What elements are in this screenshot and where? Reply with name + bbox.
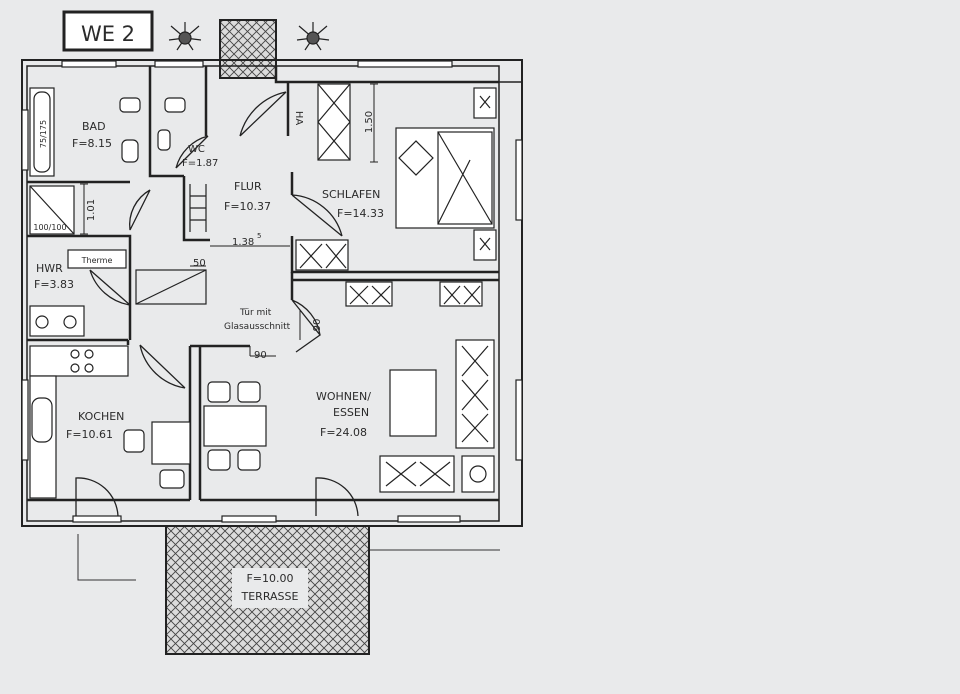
shower-size: 100/100: [33, 223, 66, 232]
kitchen-counter: [29, 345, 129, 499]
room-kochen-name: KOCHEN: [78, 410, 124, 423]
shower-tray: [29, 185, 75, 235]
room-bad-name: BAD: [82, 120, 106, 133]
room-flur-area: F=10.37: [224, 200, 271, 213]
room-wc-area: F=1.87: [182, 158, 218, 169]
coffee-table: [389, 369, 437, 437]
room-hwr-name: HWR: [36, 262, 63, 275]
terrace-area: F=10.00: [246, 572, 293, 585]
room-bad-area: F=8.15: [72, 137, 112, 150]
kitchen-table: [123, 421, 191, 489]
sink-icon: [121, 139, 139, 163]
therme-label: Therme: [81, 256, 113, 265]
unit-title-box: WE 2: [62, 10, 154, 52]
dim-150: 1.50: [364, 111, 375, 133]
washing-machine-icon: [29, 305, 85, 337]
room-schlafen-name: SCHLAFEN: [322, 188, 380, 201]
stairwell-hatch: [219, 19, 277, 79]
sofa: [455, 339, 495, 449]
hall-cabinet: [135, 184, 207, 305]
wardrobe-label: HA: [293, 111, 304, 126]
dining-table: [203, 381, 267, 471]
dim-90-horizontal: 90: [254, 350, 267, 361]
dimension-lines: [80, 83, 378, 357]
windows: [21, 60, 523, 523]
ground-lines: [77, 534, 500, 581]
room-wohnen-area: F=24.08: [320, 426, 367, 439]
dim-138: 1.38: [232, 237, 254, 248]
room-schlafen-area: F=14.33: [337, 207, 384, 220]
bed: [395, 127, 495, 229]
room-flur-name: FLUR: [234, 180, 262, 193]
door-note-line1: Tür mit: [239, 308, 272, 318]
interior-walls: [27, 66, 499, 502]
room-wc-name: WC: [188, 144, 205, 155]
wardrobe: [295, 83, 351, 271]
door-note-line2: Glasausschnitt: [224, 322, 291, 332]
room-hwr-area: F=3.83: [34, 278, 74, 291]
tv-cabinet: [379, 455, 495, 493]
terrace-name: TERRASSE: [241, 590, 299, 603]
plant-icon: [168, 22, 202, 51]
unit-title: WE 2: [81, 22, 135, 46]
plant-icon-2: [296, 22, 330, 51]
shelf-unit: [345, 281, 483, 307]
room-wohnen-name-1: WOHNEN/: [316, 390, 371, 403]
toilet-icon: [119, 97, 186, 151]
dim-101: 1.01: [86, 199, 97, 221]
dim-90-vertical: 90: [312, 319, 323, 332]
therme-box: Therme: [67, 249, 127, 269]
doors: [75, 91, 359, 517]
bathtub: [29, 87, 55, 177]
dim-50: 50: [193, 258, 206, 269]
room-wohnen-name-2: ESSEN: [333, 406, 369, 419]
dim-138-sup: 5: [257, 232, 261, 240]
terrace: F=10.00 TERRASSE: [165, 525, 370, 655]
room-kochen-area: F=10.61: [66, 428, 113, 441]
nightstand-icon: [473, 87, 497, 261]
tub-size: 75/175: [39, 120, 48, 148]
